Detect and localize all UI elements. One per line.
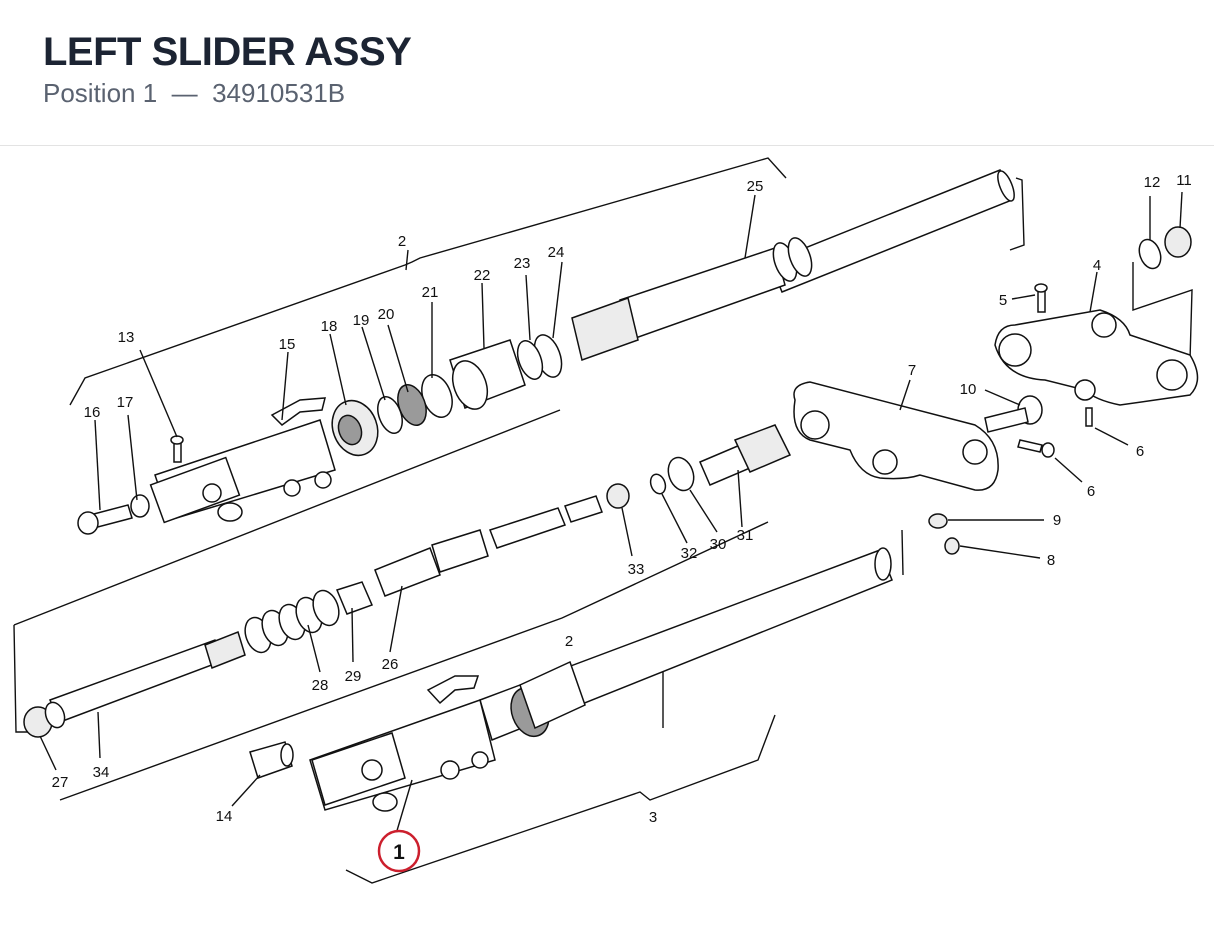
callout-6-upper: 6 (1136, 443, 1144, 460)
bracket-top-clamp (1132, 262, 1193, 361)
callout-30: 30 (710, 536, 727, 553)
callout-27: 27 (52, 774, 69, 791)
lower-slider-body (309, 675, 496, 812)
callout-5: 5 (999, 292, 1007, 309)
callout-2-middle: 2 (565, 633, 573, 650)
callout-14: 14 (216, 808, 233, 825)
callout-25: 25 (747, 178, 764, 195)
piston-rings-23-24 (516, 237, 813, 380)
spring-28 (244, 589, 340, 654)
callout-8: 8 (1047, 552, 1055, 569)
callout-32: 32 (681, 545, 698, 562)
callout-labels: 2 25 24 23 22 21 20 19 18 15 13 16 17 12… (52, 172, 1192, 826)
leader-lines (39, 191, 1183, 835)
parts-26-29 (335, 495, 603, 615)
bracket-group-3 (345, 714, 776, 884)
callout-15: 15 (279, 336, 296, 353)
callout-28: 28 (312, 677, 329, 694)
callout-23: 23 (514, 255, 531, 272)
highlight-label: 1 (393, 841, 405, 864)
callout-9: 9 (1053, 512, 1061, 529)
lower-triple-clamp-7 (793, 381, 999, 491)
callout-18: 18 (321, 318, 338, 335)
bushing-22 (449, 339, 526, 410)
callout-7: 7 (908, 362, 916, 379)
upper-tube-25 (571, 169, 1015, 361)
screw-13 (170, 435, 184, 463)
upper-triple-clamp-4 (994, 309, 1199, 406)
page-subtitle: Position 1 — 34910531B (43, 78, 345, 109)
callout-34: 34 (93, 764, 110, 781)
callout-17: 17 (117, 394, 134, 411)
callout-16: 16 (84, 404, 101, 421)
callout-22: 22 (474, 267, 491, 284)
exploded-diagram: 2 25 24 23 22 21 20 19 18 15 13 16 17 12… (13, 157, 1199, 884)
callout-11: 11 (1176, 172, 1192, 189)
bracket-group-2-lower (13, 624, 30, 733)
bracket-group-2-right (1009, 177, 1025, 251)
callout-4: 4 (1093, 257, 1101, 274)
lower-slider-tube (479, 547, 893, 742)
position-label: Position 1 (43, 78, 158, 108)
adjuster-31 (699, 424, 792, 486)
callout-33: 33 (628, 561, 645, 578)
washer-32 (649, 473, 667, 495)
header: LEFT SLIDER ASSY Position 1 — 34910531B (0, 0, 1214, 146)
highlight-ring (377, 829, 421, 873)
callout-26: 26 (382, 656, 399, 673)
callout-2-top: 2 (398, 233, 406, 250)
callout-19: 19 (353, 312, 370, 329)
bolts-5-6-8-9-10 (928, 283, 1093, 555)
highlight-callout-1[interactable]: 1 (377, 829, 421, 873)
callout-10: 10 (960, 381, 977, 398)
seals-18-21 (331, 374, 453, 457)
callout-6-lower: 6 (1087, 483, 1095, 500)
bracket-group-2-bottom (59, 521, 769, 801)
nut-11-washer-12 (1138, 226, 1192, 270)
washer-17 (130, 494, 150, 518)
callout-13: 13 (118, 329, 135, 346)
damper-rod (23, 631, 246, 738)
callout-31: 31 (737, 527, 754, 544)
bracket-group-2-top (69, 157, 787, 406)
callout-21: 21 (422, 284, 439, 301)
callout-20: 20 (378, 306, 395, 323)
upper-slider-body (149, 397, 336, 524)
nut-33 (606, 483, 630, 509)
washer-30 (667, 456, 695, 492)
bracket-stem (901, 529, 904, 576)
callout-3: 3 (649, 809, 657, 826)
spacer-14 (249, 741, 294, 779)
separator: — (171, 78, 198, 108)
part-number: 34910531B (212, 78, 346, 108)
bolt-16 (77, 504, 133, 535)
callout-29: 29 (345, 668, 362, 685)
callout-24: 24 (548, 244, 565, 261)
bracket-group-2-lower-line (13, 409, 561, 626)
callout-12: 12 (1144, 174, 1161, 191)
page-title: LEFT SLIDER ASSY (43, 30, 412, 74)
